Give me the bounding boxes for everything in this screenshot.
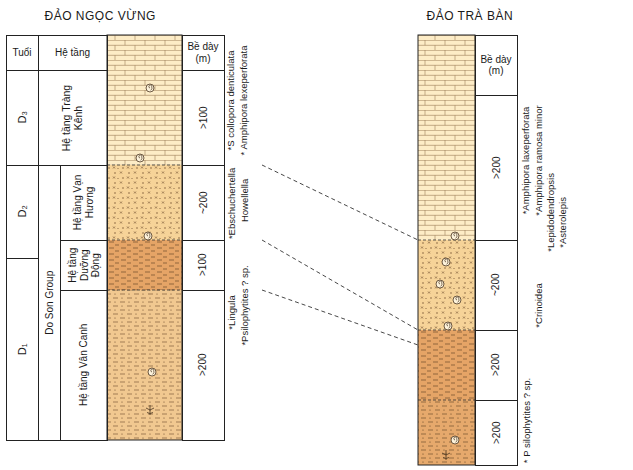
cell-text: >200 <box>490 403 502 462</box>
column-title: ĐẢO NGỌC VỪNG <box>45 10 156 24</box>
header-cell: Bề dày (m) <box>182 35 225 71</box>
cell-text: Bề dày (m) <box>478 54 514 77</box>
cell-text: >200 <box>490 98 502 237</box>
cell-text: Hệ tầng Dưỡng Động <box>66 243 101 287</box>
cell-text: Do Son Group <box>43 168 55 437</box>
cell-text: Hệ tầng Tràng Kênh <box>60 73 84 162</box>
fossil-label: *Ebschuchertella <box>227 167 238 238</box>
formation-cell: Hệ tầng Tràng Kênh <box>38 70 108 166</box>
cell-text: >200 <box>197 293 209 437</box>
thickness-cell: >200 <box>182 290 225 441</box>
right-fossil-symbols <box>436 232 461 460</box>
group-cell: Do Son Group <box>38 165 61 441</box>
header-cell: Bề dày (m) <box>475 35 518 96</box>
thickness-cell: >100 <box>182 70 225 166</box>
fossil-label: *Amphipora laxeperforata <box>521 106 532 214</box>
thickness-cell: >200 <box>475 95 518 241</box>
fossil-label: * P silophytites ? sp. <box>522 377 533 462</box>
fossil-label: * Amphipora lexeperforata <box>239 45 250 155</box>
cell-text: >200 <box>490 333 502 397</box>
fossil-label: *S collopora denticulata <box>226 50 237 150</box>
thickness-cell: >200 <box>475 330 518 401</box>
formation-cell: Hệ tầng Vân Canh <box>60 290 108 441</box>
cell-text: Hệ tầng Vân Canh <box>78 293 90 437</box>
age-cell: D₁ <box>6 258 39 441</box>
right-lithology-column <box>418 35 475 465</box>
cell-text: D₂ <box>16 168 29 255</box>
thickness-cell: ~200 <box>182 165 225 241</box>
formation-cell: Hệ tầng Vạn Hương <box>60 165 108 241</box>
left-fossil-symbols <box>136 84 156 415</box>
thickness-cell: >200 <box>475 400 518 466</box>
age-cell: D₂ <box>6 165 39 259</box>
fossil-label: *Crinoidea <box>534 283 545 327</box>
cell-text: D₃ <box>16 73 29 162</box>
cell-text: ~200 <box>197 168 209 237</box>
fossil-label: *Lepidodendropsis <box>545 173 556 252</box>
cell-text: >100 <box>197 73 209 162</box>
fossil-label: *Lingula <box>227 295 238 329</box>
cell-text: Tuổi <box>9 47 35 59</box>
cell-text: Hệ tầng Vạn Hương <box>72 168 95 237</box>
header-cell: Hệ tầng <box>38 35 108 71</box>
header-cell: Tuổi <box>6 35 39 71</box>
left-lithology-column <box>107 35 182 440</box>
formation-cell: Hệ tầng Dưỡng Động <box>60 240 108 291</box>
fossil-label: *Asterolepis <box>557 197 568 248</box>
cell-text: ~200 <box>490 243 502 327</box>
cell-text: Hệ tầng <box>41 47 104 59</box>
cell-text: >100 <box>197 243 209 287</box>
cell-text: D₁ <box>16 261 29 437</box>
age-cell: D₃ <box>6 70 39 166</box>
cell-text: Bề dày (m) <box>185 41 221 64</box>
fossil-label: *Psilophytites ? sp. <box>240 265 251 345</box>
correlation-lines <box>262 165 418 345</box>
thickness-cell: >100 <box>182 240 225 291</box>
thickness-cell: ~200 <box>475 240 518 331</box>
fossil-label: *Amphipora ramosa minor <box>534 105 545 215</box>
column-title: ĐẢO TRÀ BÀN <box>427 10 514 24</box>
fossil-label: Howellella <box>240 178 251 221</box>
